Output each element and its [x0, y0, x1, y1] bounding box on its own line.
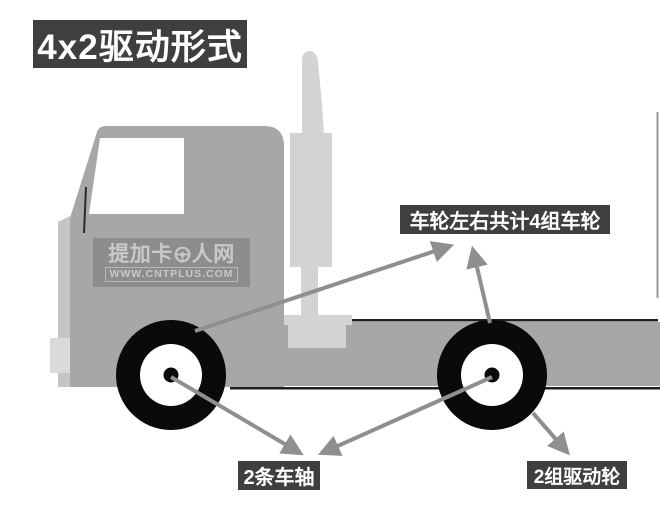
- diagram-title: 4x2驱动形式: [33, 20, 247, 68]
- arrow-front-wheel-to-wheels-label: [194, 241, 455, 333]
- exhaust-mount-base-icon: [288, 325, 346, 348]
- watermark-brand-prefix: 提加卡: [108, 242, 173, 266]
- arrow-front-wheel-to-axles-label: [169, 375, 304, 456]
- callout-axles: 2条车轴: [238, 461, 320, 490]
- exhaust-pipe-upper-icon: [302, 51, 324, 133]
- exhaust-mount-flange-icon: [284, 315, 352, 325]
- arrow-rear-wheel-to-axles-label: [317, 375, 493, 456]
- frame-end-line: [656, 112, 659, 298]
- chassis-top-edge-line: [352, 319, 658, 322]
- callout-drive-wheels: 2组驱动轮: [527, 461, 627, 489]
- arrow-rear-wheel-to-wheels-label: [466, 245, 492, 324]
- cab-front-step: [50, 338, 70, 373]
- watermark-brand-suffix: 人网: [191, 242, 235, 266]
- cab-window: [89, 138, 184, 214]
- watermark: 提加卡 人网 WWW.CNTPLUS.COM: [93, 238, 250, 287]
- exhaust-muffler-icon: [290, 133, 332, 267]
- rear-wheel: [437, 320, 547, 430]
- callout-wheels-total: 车轮左右共计4组车轮: [400, 205, 610, 234]
- door-seam-line: [83, 186, 87, 234]
- steering-wheel-icon: [174, 246, 191, 263]
- watermark-url: WWW.CNTPLUS.COM: [105, 266, 238, 282]
- watermark-brand: 提加卡 人网: [108, 242, 235, 266]
- arrow-rear-wheel-to-drive-label: [531, 411, 570, 456]
- front-wheel: [116, 320, 226, 430]
